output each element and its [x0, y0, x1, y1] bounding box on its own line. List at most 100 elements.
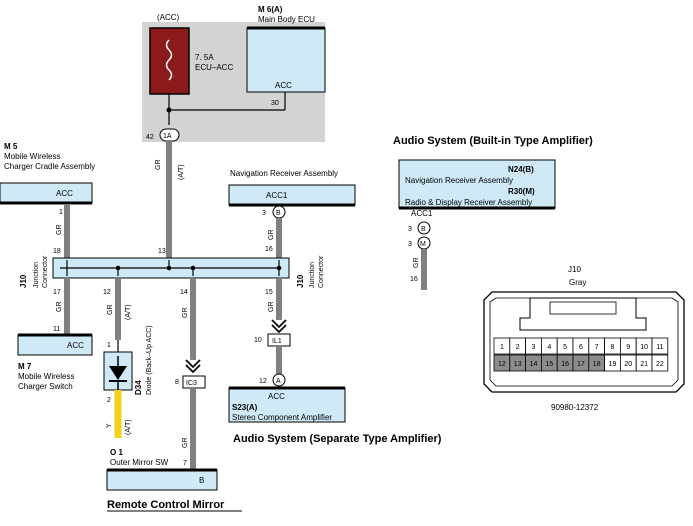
- s23-code: S23(A): [232, 403, 258, 412]
- connector-pin-number: 2: [516, 344, 520, 351]
- connector-chevron-icon: [185, 359, 201, 369]
- connector-pin-number: 11: [656, 344, 663, 351]
- connector-pin-number: 21: [640, 361, 648, 368]
- nav-left-box: [228, 184, 356, 206]
- m7-name-line1: Mobile Wireless: [18, 372, 74, 381]
- builtin-amp-title: Audio System (Built-in Type Amplifier): [393, 135, 593, 147]
- connector-pin-number: 17: [577, 361, 585, 368]
- d34-pin-bottom: 2: [107, 397, 111, 404]
- m7-name-line2: Charger Switch: [18, 382, 73, 391]
- right-name1: Navigation Receiver Assembly: [405, 176, 513, 185]
- connector-pin-number: 20: [624, 361, 632, 368]
- m7-pin: 11: [53, 326, 60, 333]
- right-pin-b: 3: [408, 226, 412, 233]
- wire-gr-label: GR: [155, 160, 162, 171]
- d34-wire-gr: GR: [107, 305, 114, 316]
- o1-code: O 1: [110, 448, 123, 457]
- nav-left-terminal: ACC1: [266, 191, 288, 200]
- splice-dot: [166, 107, 172, 113]
- m5-code: M 5: [4, 142, 18, 151]
- ic3-wire-label: GR: [182, 308, 189, 319]
- o1-pin: 7: [183, 460, 187, 467]
- j10-left-name-line2: Connector: [42, 255, 49, 288]
- fuse-supply-label: (ACC): [157, 13, 180, 22]
- connector-pin-number: 15: [545, 361, 553, 368]
- m5-box: [0, 182, 93, 204]
- j10-pin-17: 17: [53, 289, 61, 296]
- j10-right-name-line1: Junction: [309, 262, 316, 288]
- ecu-name: Main Body ECU: [258, 15, 315, 24]
- right-terminal: ACC1: [411, 209, 433, 218]
- nav-left-conn: B: [276, 210, 281, 217]
- connector-pin-number: 12: [498, 361, 506, 368]
- nav-left-name: Navigation Receiver Assembly: [230, 169, 338, 178]
- o1-name: Outer Mirror SW: [110, 458, 169, 467]
- ecu-box: [246, 27, 326, 93]
- m7-wire-label: GR: [56, 302, 63, 313]
- j10-left-name-line1: Junction: [33, 262, 40, 288]
- j10-right-name-line2: Connector: [318, 255, 325, 288]
- wire-at-label: (A/T): [178, 164, 185, 180]
- connector-pin-number: 16: [561, 361, 569, 368]
- right-code2: R30(M): [508, 187, 535, 196]
- connview-code: J10: [568, 265, 581, 274]
- m5-terminal: ACC: [56, 189, 73, 198]
- nav-left-wire-label: GR: [268, 230, 275, 241]
- right-name2: Radio & Display Receiver Assembly: [405, 198, 532, 207]
- j10-pin-13: 13: [158, 248, 166, 255]
- connector-pin-number: 22: [656, 361, 664, 368]
- connector-pin-number: 10: [640, 344, 648, 351]
- il1-id: IL1: [272, 338, 282, 345]
- m5-name-line2: Charger Cradle Assembly: [4, 162, 95, 171]
- m5-wire-label: GR: [56, 225, 63, 236]
- ic3-pin: 8: [175, 379, 179, 386]
- j10-pin-16: 16: [265, 246, 273, 253]
- s23-name: Stereo Component Amplifier: [232, 413, 332, 422]
- connector-1a-pin: 42: [146, 134, 154, 141]
- connector-pin-number: 8: [611, 344, 615, 351]
- connector-pin-number: 14: [530, 361, 538, 368]
- right-conn-b-circle: [417, 221, 431, 235]
- separate-amp-title: Audio System (Separate Type Amplifier): [233, 433, 442, 445]
- connview-color: Gray: [569, 278, 586, 287]
- il1-wire-label: GR: [268, 302, 275, 313]
- right-wire-label: GR: [413, 258, 420, 269]
- connector-pin-cell: [651, 354, 669, 372]
- j10-pin-18: 18: [53, 248, 61, 255]
- right-conn-m: M: [420, 241, 426, 248]
- d34-pin-top: 1: [107, 342, 111, 349]
- m7-terminal: ACC: [67, 341, 84, 350]
- connector-pin-number: 6: [579, 344, 583, 351]
- j10-pin-15: 15: [265, 289, 273, 296]
- connector-pin-number: 9: [626, 344, 630, 351]
- m5-pin: 1: [59, 209, 63, 216]
- s23-conn-circle: [272, 373, 286, 387]
- connector-pin-number: 1: [500, 344, 504, 351]
- right-receiver-box: [398, 159, 556, 209]
- connector-pin-number: 3: [532, 344, 536, 351]
- yellow-wire-label: Y: [106, 423, 113, 428]
- right-code1: N24(B): [508, 165, 534, 174]
- nav-left-pin: 3: [262, 210, 266, 217]
- connector-pin-cell: [651, 337, 669, 355]
- j10-right-code: J10: [296, 274, 305, 288]
- connector-chevron-icon-2: [271, 319, 287, 329]
- right-conn-b: B: [421, 226, 426, 233]
- ic3-id: IC3: [186, 380, 197, 387]
- fuse-name: ECU–ACC: [195, 63, 233, 72]
- connector-pin-number: 5: [563, 344, 567, 351]
- j10-pin-14: 14: [180, 289, 188, 296]
- s23-conn: A: [276, 378, 281, 385]
- d34-wire-at: (A/T): [125, 304, 132, 320]
- fuse-element-icon: [165, 39, 173, 81]
- s23-pin: 12: [259, 378, 267, 385]
- connview-part-no: 90980-12372: [551, 403, 599, 412]
- o1-wire-label: GR: [182, 438, 189, 449]
- m7-code: M 7: [18, 362, 32, 371]
- ecu-pin: 30: [271, 100, 279, 107]
- connector-pin-number: 13: [514, 361, 522, 368]
- diode-icon: [109, 366, 127, 380]
- ecu-code: M 6(A): [258, 5, 283, 14]
